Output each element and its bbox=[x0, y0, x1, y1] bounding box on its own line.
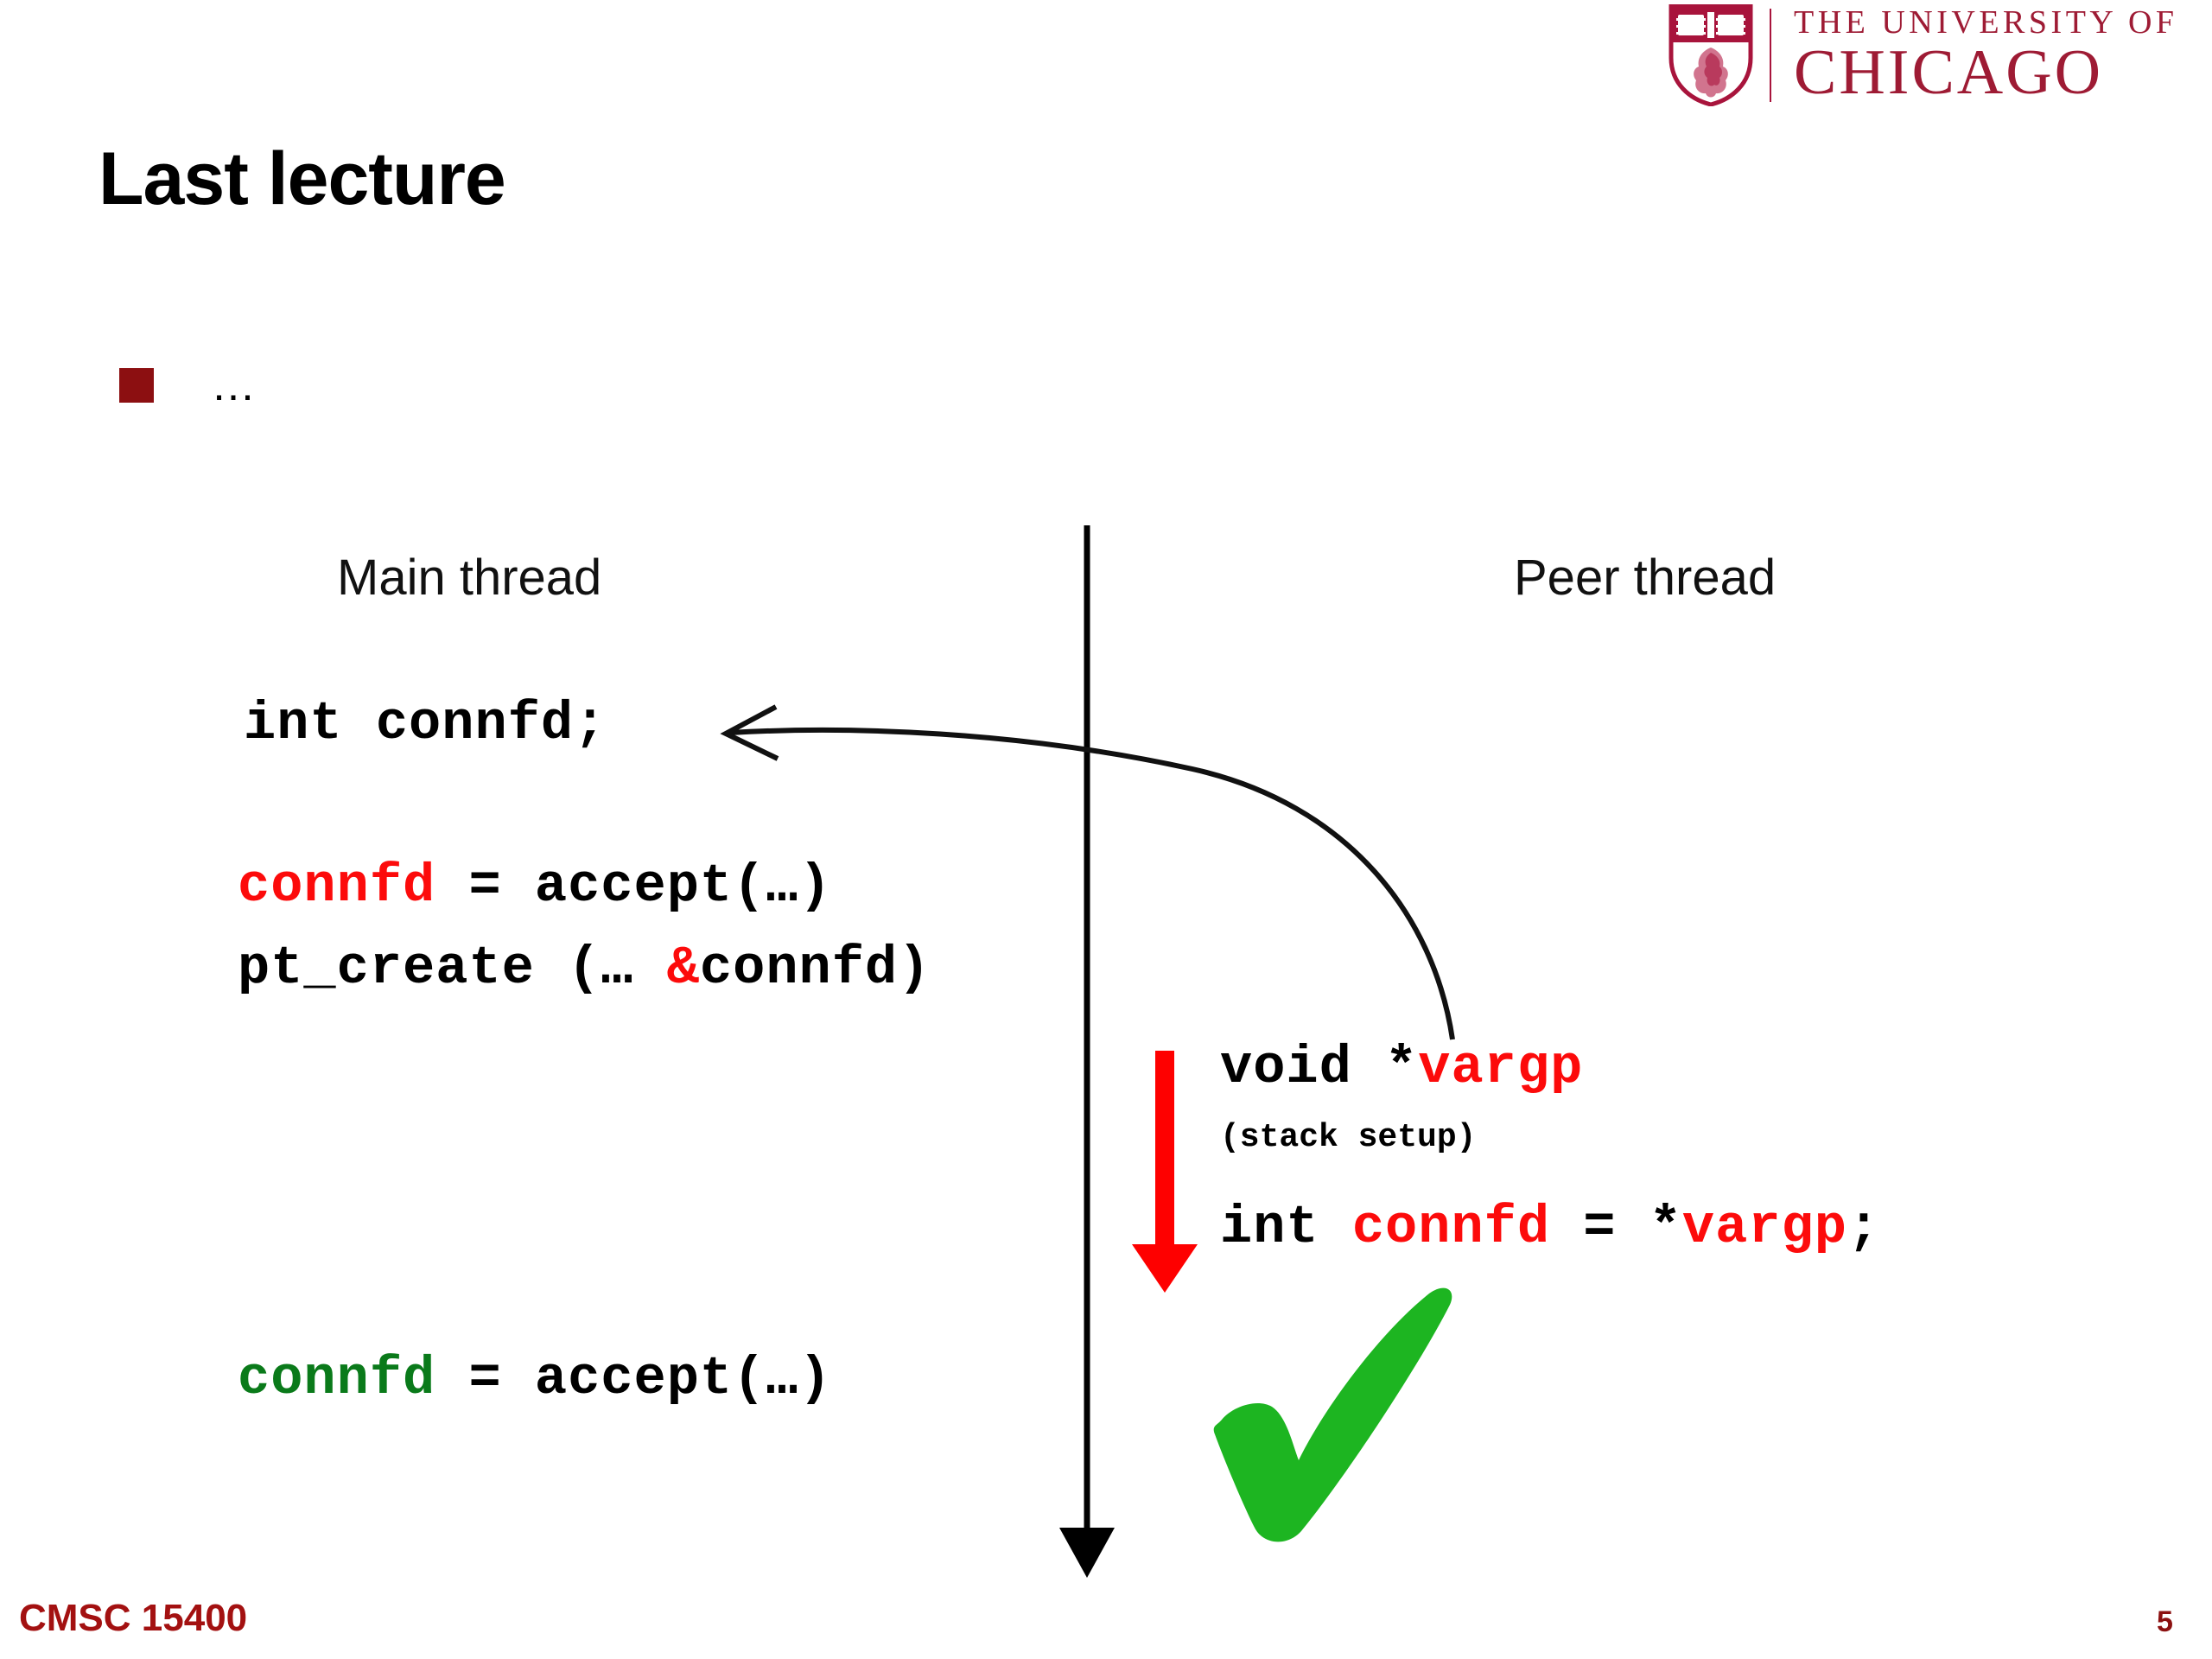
code-token: connfd bbox=[1351, 1197, 1551, 1258]
code-token: (stack setup) bbox=[1220, 1119, 1477, 1156]
main-thread-label: Main thread bbox=[337, 550, 602, 606]
page-title: Last lecture bbox=[99, 137, 506, 220]
logo-divider bbox=[1770, 9, 1771, 102]
logo-wordmark: THE UNIVERSITY OF CHICAGO bbox=[1794, 4, 2178, 108]
code-line-int-connfd-vargp: int connfd = *vargp; bbox=[1220, 1197, 1880, 1258]
code-token: = accept(…) bbox=[435, 1348, 832, 1409]
footer-course-label: CMSC 15400 bbox=[19, 1597, 248, 1639]
vertical-timeline-arrow-icon bbox=[1059, 525, 1115, 1578]
code-line-connfd-accept-red: connfd = accept(…) bbox=[238, 855, 832, 917]
uchicago-shield-icon bbox=[1668, 3, 1754, 107]
code-line-connfd-accept-green: connfd = accept(…) bbox=[238, 1348, 832, 1409]
green-checkmark-icon bbox=[1213, 1287, 1452, 1542]
square-bullet-icon bbox=[119, 368, 154, 403]
red-down-arrow-icon bbox=[1132, 1051, 1198, 1293]
peer-thread-label: Peer thread bbox=[1514, 550, 1777, 606]
code-token: vargp bbox=[1681, 1197, 1847, 1258]
code-token: = accept(…) bbox=[435, 855, 832, 917]
code-line-stack-setup: (stack setup) bbox=[1220, 1119, 1476, 1156]
university-logo: THE UNIVERSITY OF CHICAGO bbox=[1668, 3, 2203, 107]
code-token: connfd bbox=[238, 855, 436, 917]
code-line-void-vargp: void *vargp bbox=[1220, 1037, 1583, 1098]
code-line-pt-create: pt_create (… &connfd) bbox=[238, 938, 931, 999]
code-token: int bbox=[1220, 1197, 1352, 1258]
code-token: connfd bbox=[238, 1348, 436, 1409]
code-token: = * bbox=[1550, 1197, 1682, 1258]
code-token: vargp bbox=[1418, 1037, 1584, 1098]
code-token: & bbox=[666, 938, 700, 999]
code-token: connfd) bbox=[699, 938, 931, 999]
code-token: void * bbox=[1220, 1037, 1419, 1098]
code-line-int-connfd: int connfd; bbox=[244, 693, 607, 754]
code-token: ; bbox=[1847, 1197, 1881, 1258]
bullet-list-item: … bbox=[119, 363, 256, 408]
logo-line-chicago: CHICAGO bbox=[1794, 36, 2104, 108]
footer-page-number: 5 bbox=[2157, 1605, 2173, 1638]
bullet-item-label: … bbox=[211, 360, 256, 410]
code-token: int connfd; bbox=[244, 693, 607, 754]
logo-line-university: THE UNIVERSITY OF bbox=[1794, 4, 2178, 41]
code-token: pt_create (… bbox=[238, 938, 667, 999]
